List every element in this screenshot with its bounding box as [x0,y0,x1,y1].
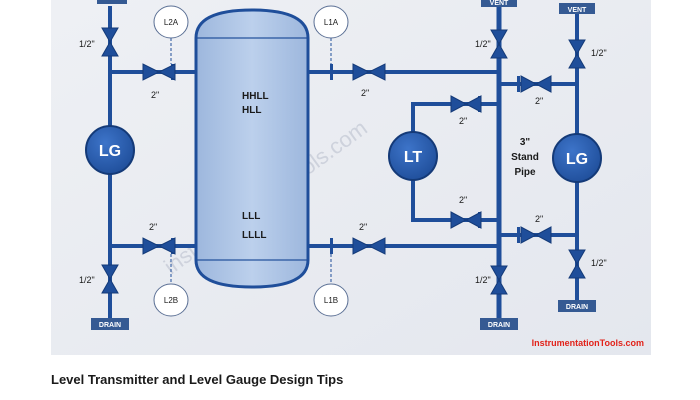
size-label: 2" [535,214,543,224]
size-label: 2" [149,222,157,232]
vent-drain-boxes: VENT VENT DRAIN DRAIN DRAIN [91,0,596,330]
size-label: 2" [535,96,543,106]
standpipe-word-pipe: Pipe [514,167,536,178]
vent-box-right [559,3,595,14]
level-label-hhll: HHLL [242,91,269,102]
valve-standpipe-vent [490,29,508,59]
size-label: 1/2" [79,275,95,285]
level-label-lll: LLL [242,211,260,222]
size-label: 2" [359,222,367,232]
valve-right-drain [568,249,586,279]
diagram-panel: instrumentationtools.com [51,0,651,355]
drain-box-standpipe [480,318,518,330]
credit-text: InstrumentationTools.com [532,338,644,348]
valve-left-drain [101,264,119,294]
lg-left-label: LG [99,143,121,160]
tag-l1a: L1A [324,18,339,27]
tag-l1b: L1B [324,296,338,305]
drain-box-right [558,300,596,312]
tag-bubbles: L2A L1A L2B L1B [153,5,349,317]
valve-gauge-lower [520,226,552,244]
valve-right-upper [352,63,386,81]
tag-leaders [170,38,332,284]
vent-box-standpipe [481,0,517,7]
valve-left-vent [101,27,119,57]
valve-right-lower [352,237,386,255]
drain-box-left [91,318,129,330]
vent-box-cropped [97,0,127,4]
level-label-hll: HLL [242,105,261,116]
size-label: 2" [459,116,467,126]
level-instrument-diagram: instrumentationtools.com [51,0,651,355]
valve-left-upper [142,63,176,81]
lg-right-label: LG [566,151,588,168]
diagram-background [51,0,651,355]
vessel: HHLL HLL LLL LLLL [194,8,310,289]
figure-caption: Level Transmitter and Level Gauge Design… [51,372,344,387]
valve-lt-upper [450,95,482,113]
size-label: 1/2" [475,275,491,285]
standpipe-size: 3" [520,137,531,148]
vent-label: VENT [568,7,587,14]
level-gauge-right: LG [552,133,602,183]
size-label: 1/2" [591,48,607,58]
drain-label: DRAIN [488,322,510,329]
standpipe-word-stand: Stand [511,152,539,163]
size-label: 1/2" [475,39,491,49]
tag-l2b: L2B [164,296,178,305]
size-label: 2" [459,195,467,205]
valve-lt-lower [450,211,482,229]
size-label: 2" [151,90,159,100]
drain-label: DRAIN [566,304,588,311]
vent-label: VENT [490,0,509,7]
size-label: 1/2" [591,258,607,268]
valve-standpipe-drain [490,265,508,295]
level-gauge-left: LG [85,125,135,175]
valve-gauge-upper [520,75,552,93]
valves [101,27,586,295]
tag-l2a: L2A [164,18,179,27]
valve-left-lower [142,237,176,255]
drain-label: DRAIN [99,322,121,329]
size-label: 1/2" [79,39,95,49]
lt-label: LT [404,149,423,166]
standpipe-label: 3" Stand Pipe [511,137,539,178]
size-labels: 2" 2" 2" 2" 2" 2" 2" 2" 1/2" 1/2" 1/2" 1… [79,39,607,285]
level-label-llll: LLLL [242,230,266,241]
size-label: 2" [361,88,369,98]
valve-right-vent [568,39,586,69]
level-transmitter: LT [388,131,438,181]
